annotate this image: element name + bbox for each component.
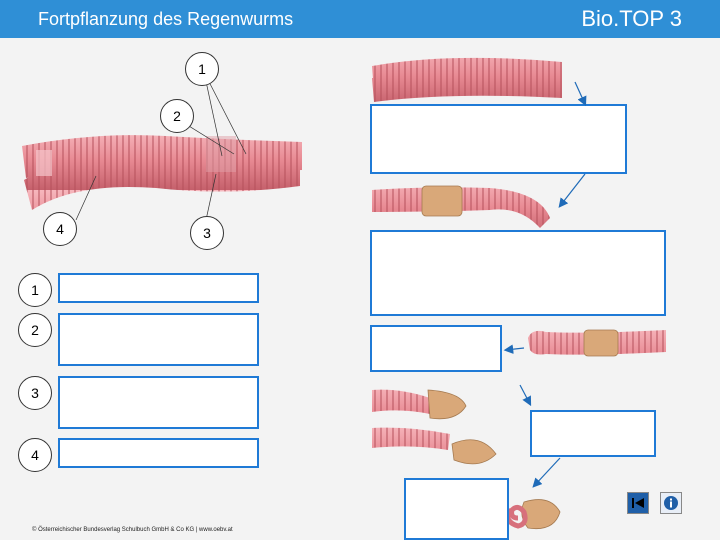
answer-box-stage-5[interactable] xyxy=(404,478,509,540)
diagram-label-1: 1 xyxy=(185,52,219,86)
info-icon xyxy=(664,496,678,510)
answer-box-4[interactable] xyxy=(58,438,259,468)
diagram-label-4: 4 xyxy=(43,212,77,246)
back-icon xyxy=(632,498,644,508)
answer-box-2[interactable] xyxy=(58,313,259,366)
answer-box-stage-1[interactable] xyxy=(370,104,627,174)
worms-pair-image xyxy=(372,57,562,102)
answer-box-stage-2[interactable] xyxy=(370,230,666,316)
answer-number-3: 3 xyxy=(18,376,52,410)
worm-cocoon-release-image-2 xyxy=(372,427,497,465)
answer-number-4: 4 xyxy=(18,438,52,472)
diagram-label-3: 3 xyxy=(190,216,224,250)
header-bar: Fortpflanzung des Regenwurms Bio.TOP 3 xyxy=(0,0,720,38)
diagram-label-2: 2 xyxy=(160,99,194,133)
answer-box-1[interactable] xyxy=(58,273,259,303)
answer-box-3[interactable] xyxy=(58,376,259,429)
brand-logo-text: Bio.TOP 3 xyxy=(581,6,682,31)
earthworm-mating-illustration xyxy=(22,71,302,220)
answer-number-2: 2 xyxy=(18,313,52,347)
copyright-footer: © Österreichischer Bundesverlag Schulbuc… xyxy=(32,527,233,533)
answer-box-stage-3[interactable] xyxy=(370,325,502,372)
answer-box-stage-4[interactable] xyxy=(530,410,656,457)
page-title: Fortpflanzung des Regenwurms xyxy=(38,9,294,29)
worm-cocoon-slide-image xyxy=(528,329,666,357)
worm-cocoon-release-image-1 xyxy=(372,389,467,420)
back-button[interactable] xyxy=(627,492,649,514)
answer-number-1: 1 xyxy=(18,273,52,307)
cocoon-hatching-image xyxy=(504,499,561,530)
info-button[interactable] xyxy=(660,492,682,514)
worm-clitellum-image xyxy=(372,185,550,228)
